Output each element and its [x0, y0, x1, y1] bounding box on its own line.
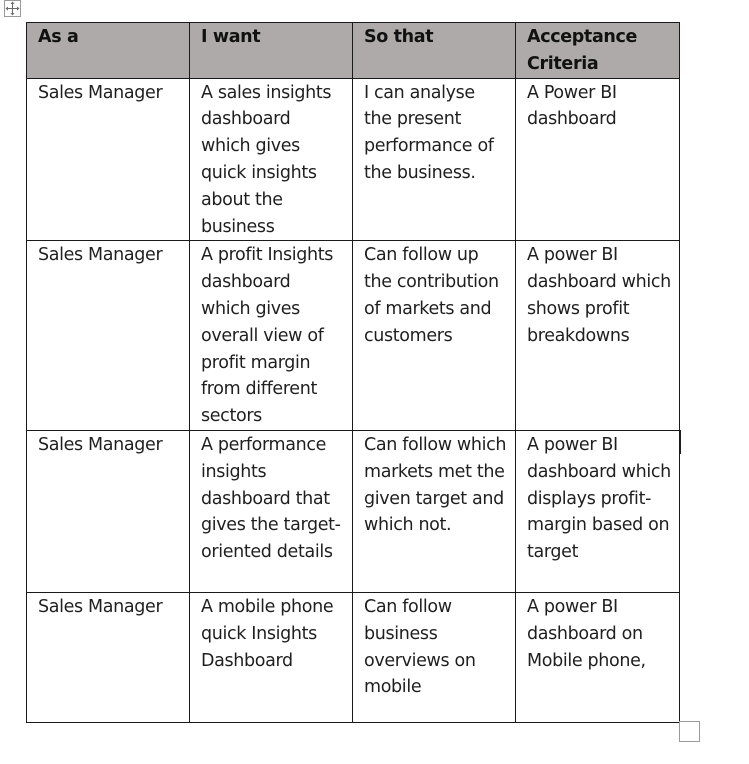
table-resize-handle[interactable] [679, 721, 700, 742]
cell-i-want[interactable]: A mobile phone quick Insights Dashboard [189, 591, 353, 723]
cell-i-want[interactable]: A performance insights dashboard that gi… [189, 429, 353, 593]
table-header-row: As a I want So that Acceptance Criteria [26, 22, 680, 79]
table-row: Sales Manager A performance insights das… [26, 429, 680, 593]
user-story-table: As a I want So that Acceptance Criteria … [26, 22, 680, 723]
table-row: Sales Manager A mobile phone quick Insig… [26, 591, 680, 723]
table-move-handle[interactable] [4, 0, 21, 17]
cell-so-that[interactable]: Can follow business overviews on mobile [352, 591, 516, 723]
cell-so-that[interactable]: Can follow up the contribution of market… [352, 240, 516, 431]
cell-acceptance-criteria[interactable]: A power BI dashboard which displays prof… [515, 429, 680, 593]
cell-as-a[interactable]: Sales Manager [26, 240, 190, 431]
table-row: Sales Manager A profit Insights dashboar… [26, 240, 680, 431]
cell-as-a[interactable]: Sales Manager [26, 77, 190, 242]
text-cursor [680, 430, 681, 454]
cell-so-that[interactable]: Can follow which markets met the given t… [352, 429, 516, 593]
cell-acceptance-criteria[interactable]: A power BI dashboard which shows profit … [515, 240, 680, 431]
cell-acceptance-criteria[interactable]: A power BI dashboard on Mobile phone, [515, 591, 680, 723]
cell-as-a[interactable]: Sales Manager [26, 429, 190, 593]
header-i-want[interactable]: I want [189, 22, 353, 79]
cell-acceptance-criteria[interactable]: A Power BI dashboard [515, 77, 680, 242]
header-so-that[interactable]: So that [352, 22, 516, 79]
header-as-a[interactable]: As a [26, 22, 190, 79]
table-row: Sales Manager A sales insights dashboard… [26, 77, 680, 242]
cell-i-want[interactable]: A profit Insights dashboard which gives … [189, 240, 353, 431]
move-arrows-icon [5, 1, 20, 16]
header-acceptance-criteria[interactable]: Acceptance Criteria [515, 22, 680, 79]
cell-i-want[interactable]: A sales insights dashboard which gives q… [189, 77, 353, 242]
cell-as-a[interactable]: Sales Manager [26, 591, 190, 723]
cell-so-that[interactable]: I can analyse the present performance of… [352, 77, 516, 242]
